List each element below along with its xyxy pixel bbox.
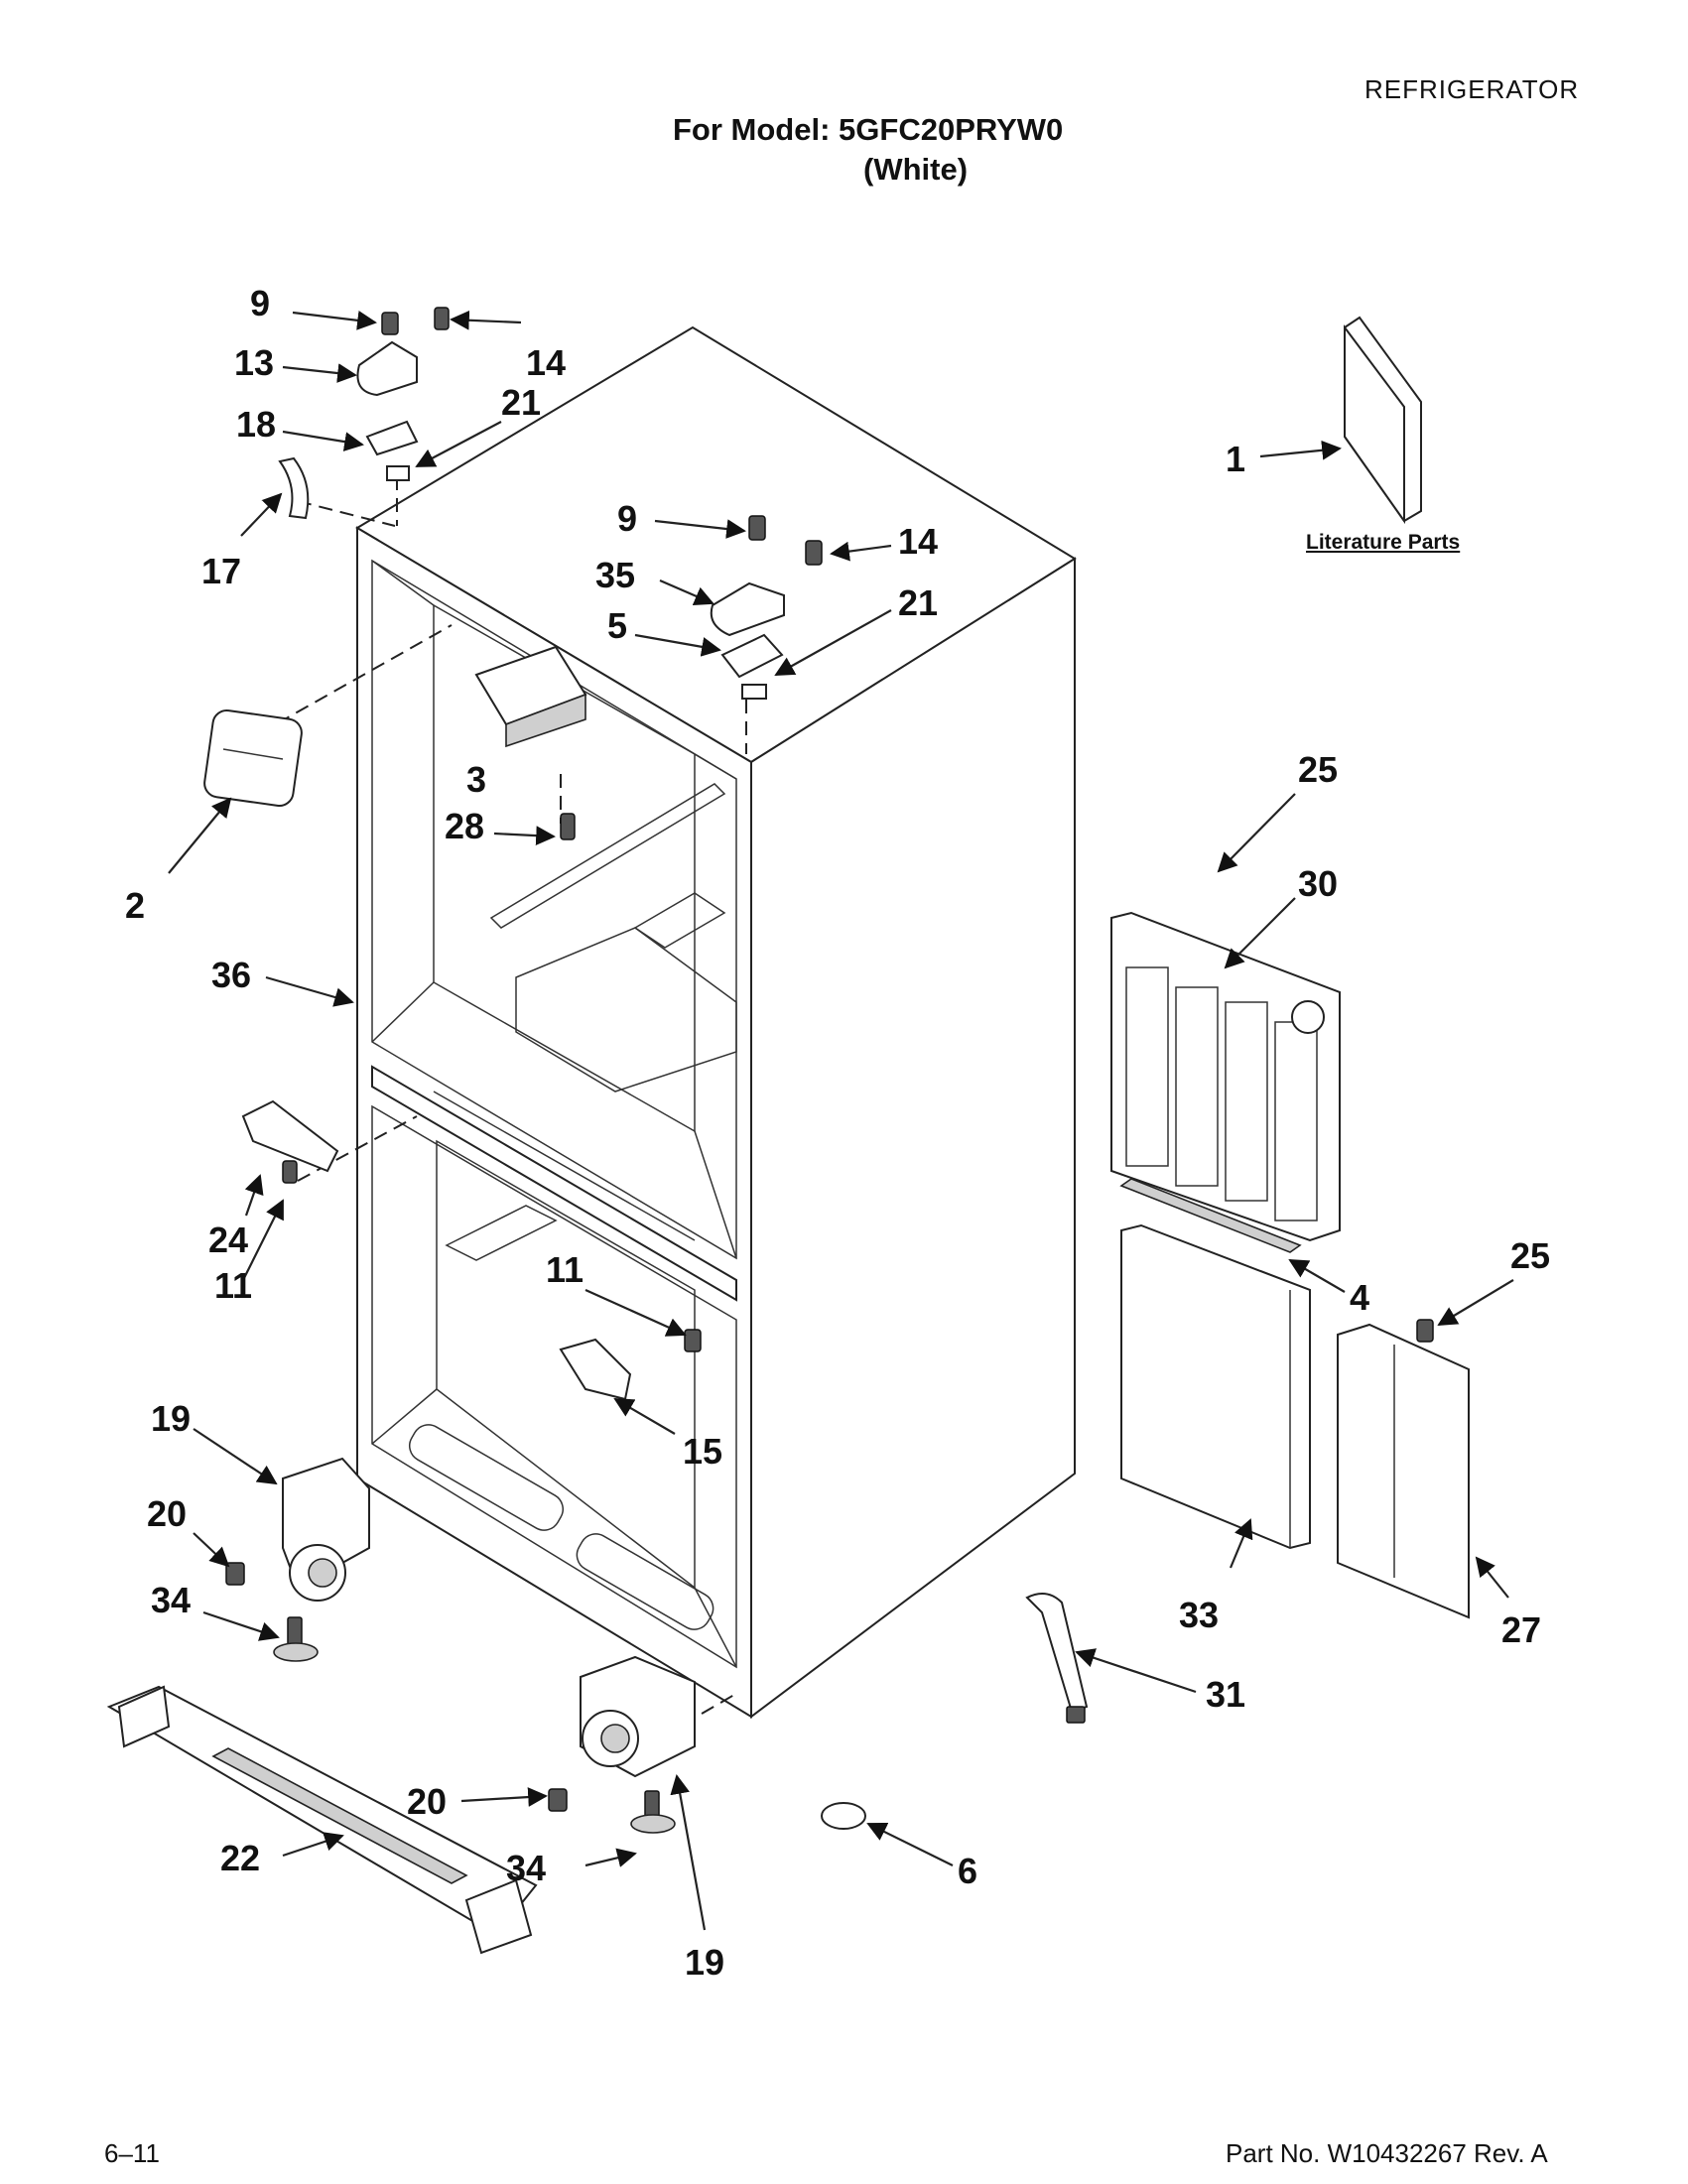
callout-numbers: 9 13 14 18 21 17 1 9 14 35 5 21 3 2 28 2…	[125, 283, 1550, 1983]
callout: 1	[1226, 439, 1245, 479]
callout: 19	[151, 1398, 191, 1439]
callout: 11	[546, 1249, 584, 1290]
insulation-panel	[1120, 1223, 1311, 1550]
callout: 9	[617, 498, 637, 539]
literature-parts-label: Literature Parts	[1306, 531, 1461, 554]
roller-assembly-right	[548, 1655, 696, 1834]
part-number: Part No. W10432267 Rev. A	[1226, 2138, 1548, 2168]
rear-access-panel	[1110, 911, 1341, 1242]
callout: 35	[595, 555, 635, 595]
refrigerator-cabinet	[355, 325, 1077, 1720]
callout: 18	[236, 404, 276, 445]
drain-tube	[1025, 1593, 1089, 1724]
callout: 33	[1179, 1595, 1219, 1635]
callout: 3	[466, 759, 486, 800]
grommet-ring	[821, 1802, 866, 1830]
leader-arrows	[168, 310, 1514, 1931]
callout: 9	[250, 283, 270, 323]
compressor-cover	[1337, 1319, 1470, 1619]
callout: 2	[125, 885, 145, 926]
model-title: For Model: 5GFC20PRYW0	[673, 112, 1064, 147]
center-hinge	[241, 1099, 339, 1184]
literature-booklet	[1344, 316, 1422, 525]
callout: 15	[683, 1431, 722, 1472]
category-label: REFRIGERATOR	[1364, 74, 1580, 104]
callout: 27	[1501, 1609, 1541, 1650]
lower-hinge-pin	[559, 1329, 702, 1401]
callout: 28	[445, 806, 484, 846]
callout: 17	[201, 551, 241, 591]
roller-assembly-left	[225, 1457, 370, 1662]
page-number: 6–11	[104, 2138, 160, 2168]
base-grille	[106, 1685, 538, 1955]
callout: 20	[407, 1781, 447, 1822]
control-housing	[474, 645, 587, 840]
callout: 6	[958, 1851, 977, 1891]
callout: 14	[526, 342, 566, 383]
callout: 30	[1298, 863, 1338, 904]
callout: 36	[211, 955, 251, 995]
callout: 19	[685, 1942, 724, 1983]
callout: 24	[208, 1220, 248, 1260]
callout: 13	[234, 342, 274, 383]
attachment-lines	[257, 476, 747, 1726]
callout: 21	[898, 582, 938, 623]
callout: 22	[220, 1838, 260, 1878]
callout: 34	[151, 1580, 191, 1620]
callout: 25	[1298, 749, 1338, 790]
callout: 31	[1206, 1674, 1245, 1715]
light-cover	[203, 708, 303, 808]
top-left-hinge-group	[278, 307, 450, 520]
callout: 20	[147, 1493, 187, 1534]
model-color: (White)	[863, 152, 969, 187]
callout: 25	[1510, 1235, 1550, 1276]
callout: 34	[506, 1848, 546, 1888]
gasket-strip	[1119, 1178, 1302, 1253]
callout: 21	[501, 382, 541, 423]
callout: 11	[214, 1265, 252, 1306]
callout: 4	[1350, 1277, 1369, 1318]
top-right-hinge-group	[710, 515, 823, 700]
callout: 5	[607, 605, 627, 646]
callout: 14	[898, 521, 938, 562]
